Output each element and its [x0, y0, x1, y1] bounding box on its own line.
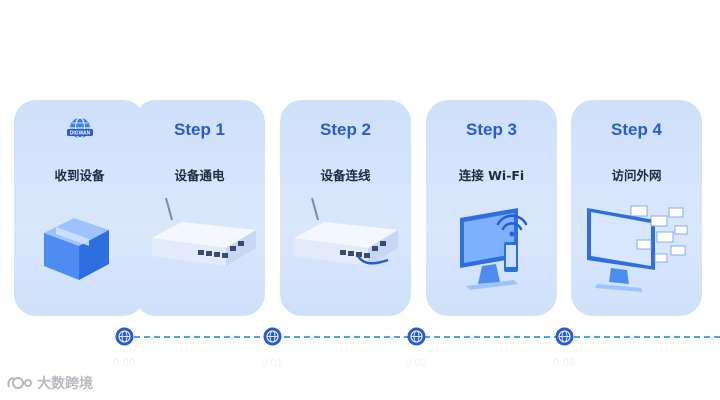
timeline-node-globe-icon — [407, 327, 425, 346]
timeline-node-globe-icon — [263, 327, 281, 346]
timeline-node-globe-icon — [115, 327, 133, 346]
card-step-2: Step 2 设备连线 — [280, 100, 411, 316]
timeline-time: 0:00 — [113, 357, 135, 369]
watermark: 大数跨境 — [6, 373, 93, 393]
timeline-time: 0:05 — [553, 357, 575, 369]
card-step-3: Step 3 连接 Wi-Fi — [426, 100, 557, 316]
card-label: 访问外网 — [611, 168, 662, 183]
monitor-wifi-icon — [460, 208, 528, 290]
badge-text: DIGWAN — [69, 131, 90, 137]
monitor-windows-icon — [587, 205, 688, 292]
card-step-1: Step 1 设备通电 — [134, 100, 265, 316]
step-title: Step 3 — [465, 120, 518, 139]
card-step-4: Step 4 访问外网 — [571, 100, 702, 316]
watermark-text: 大数跨境 — [37, 376, 93, 392]
brand-logo-icon — [7, 377, 32, 389]
globe-badge-icon: DIGWAN — [66, 117, 93, 139]
timeline-time: 0:01 — [261, 357, 283, 369]
card-label: 设备通电 — [174, 168, 225, 183]
card-receive-device: DIGWAN 收到设备 — [14, 100, 145, 316]
router-cable-icon — [294, 198, 398, 266]
step-title: Step 2 — [319, 120, 372, 139]
step-title: Step 1 — [173, 120, 226, 139]
card-label: 收到设备 — [54, 168, 105, 183]
router-icon — [152, 198, 256, 266]
timeline-node-globe-icon — [555, 327, 573, 346]
step-title: Step 4 — [610, 120, 663, 139]
card-label: 连接 Wi-Fi — [458, 168, 525, 183]
box-icon — [44, 218, 109, 280]
timeline-time: 0:02 — [405, 357, 427, 369]
card-label: 设备连线 — [320, 168, 371, 183]
